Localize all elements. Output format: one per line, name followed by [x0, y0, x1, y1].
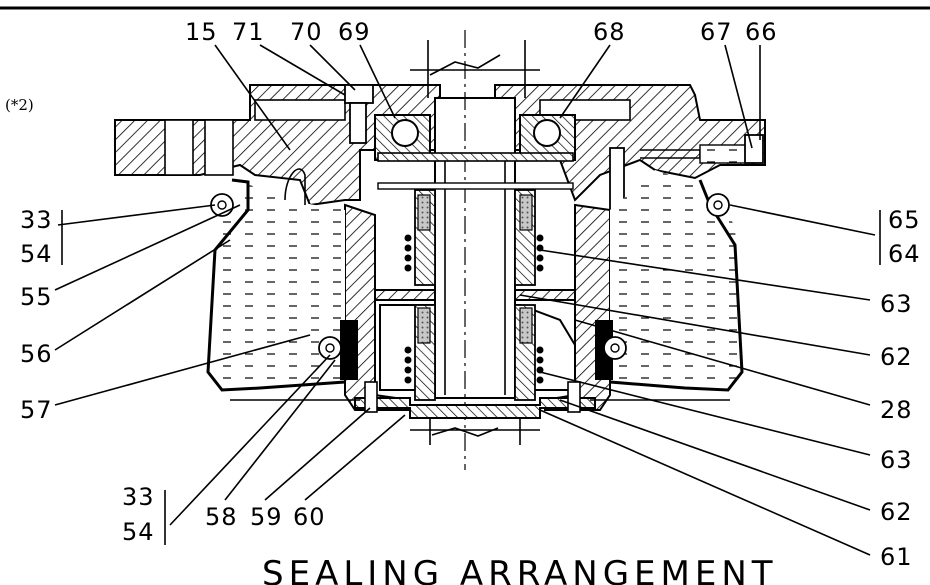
label-57: 57	[20, 396, 53, 424]
label-58: 58	[205, 503, 238, 531]
plugs	[210, 193, 730, 360]
label-59: 59	[250, 503, 283, 531]
label-15: 15	[185, 18, 218, 46]
oil-reservoir-right	[595, 170, 744, 392]
label-28: 28	[880, 396, 913, 424]
bottom-cover	[354, 381, 596, 445]
label-61: 61	[880, 543, 913, 571]
label-54-left: 54	[20, 240, 53, 268]
label-62-lower: 62	[880, 498, 913, 526]
label-63-lower: 63	[880, 446, 913, 474]
label-69: 69	[338, 18, 371, 46]
label-55: 55	[20, 283, 53, 311]
label-71: 71	[232, 18, 265, 46]
label-33-left: 33	[20, 206, 53, 234]
label-70: 70	[290, 18, 323, 46]
label-bars	[61, 210, 881, 545]
label-60: 60	[293, 503, 326, 531]
label-56: 56	[20, 340, 53, 368]
label-63-upper: 63	[880, 290, 913, 318]
note-mark: (*2)	[5, 96, 34, 114]
mechanical-seals	[404, 189, 544, 401]
leader-lines	[54, 44, 876, 556]
label-33-bottom: 33	[122, 483, 155, 511]
label-68: 68	[593, 18, 626, 46]
shaft-top-stub	[410, 40, 540, 98]
bolt-70	[344, 84, 374, 144]
label-67: 67	[700, 18, 733, 46]
oil-reservoir-left	[206, 168, 358, 392]
bolt-66	[744, 134, 764, 164]
label-54-bottom: 54	[122, 518, 155, 546]
label-62-upper: 62	[880, 343, 913, 371]
drawing-title: SEALING ARRANGEMENT	[262, 554, 778, 585]
shaft	[377, 30, 574, 470]
label-66: 66	[745, 18, 778, 46]
label-65: 65	[888, 206, 921, 234]
label-64: 64	[888, 240, 921, 268]
